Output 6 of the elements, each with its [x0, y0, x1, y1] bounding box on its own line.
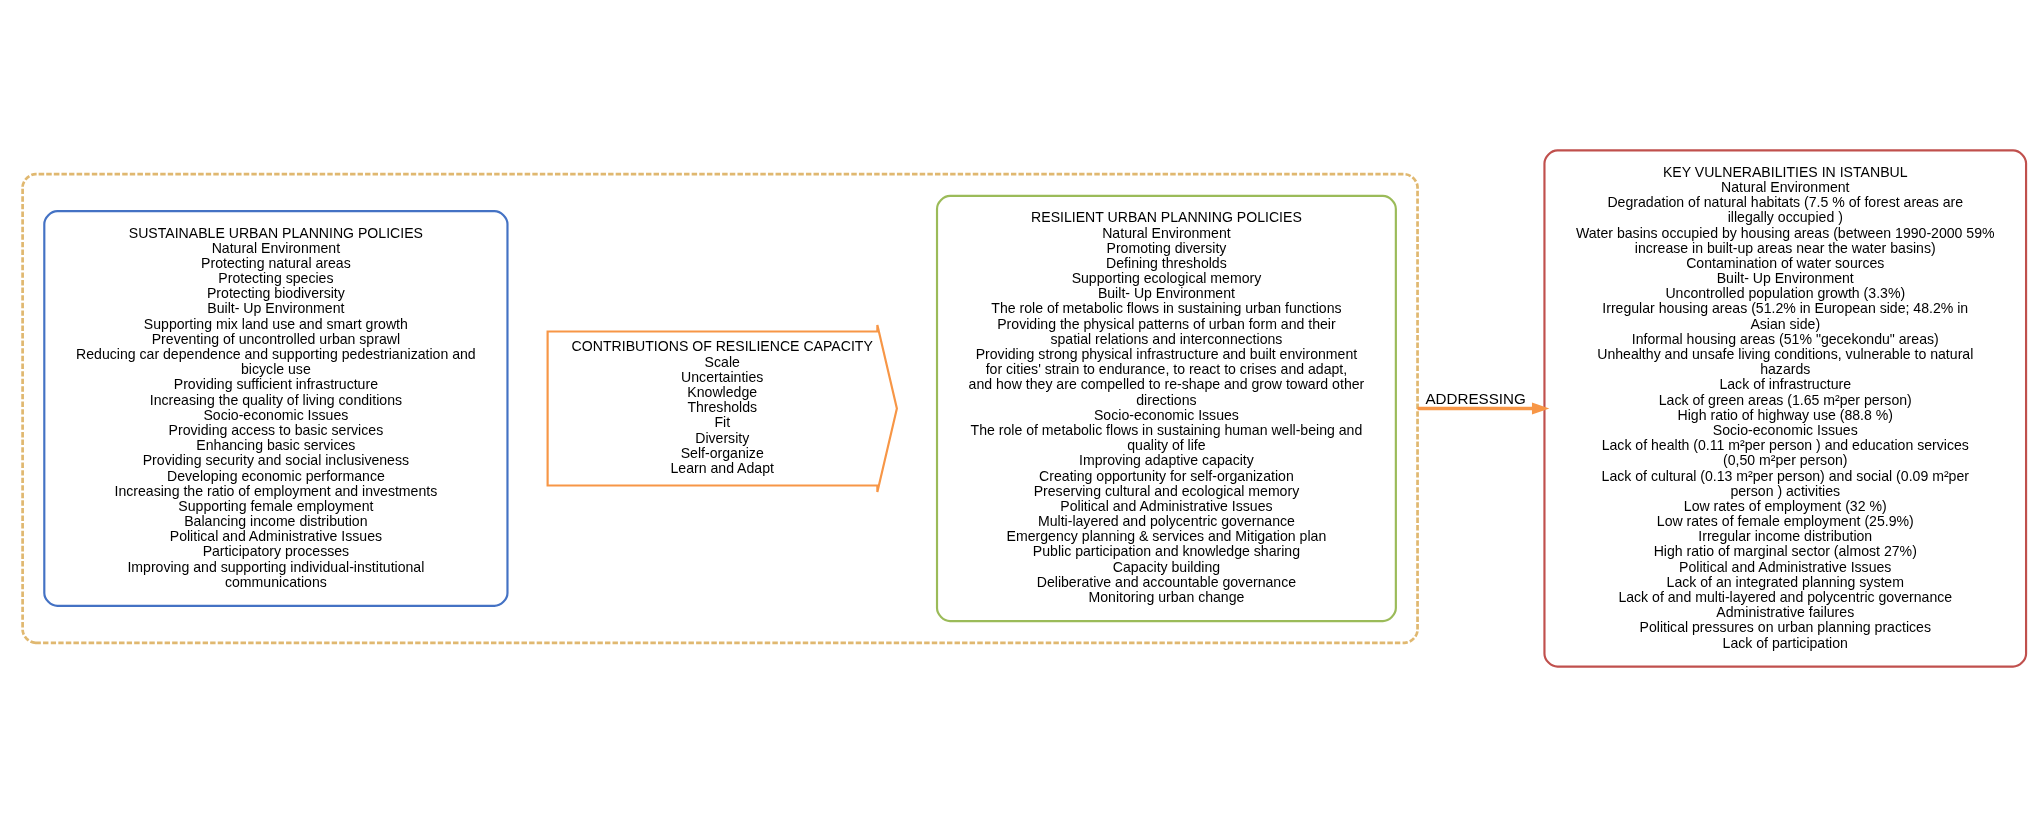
node-box: KEY VULNERABILITIES IN ISTANBUL Natural Environment Degradation of natural habitats (7.5 % of forest areas are illegally occupied ) Water basins occupied by housing areas (between 1990-2000 59% increase in built-up areas near the water basins) Contamination of water sources Built- Up Environment Uncontrolled population growth (3.3%) Irregular housing areas (51.2% in European side; 48.2% in Asian side) Informal housing areas (51% "gecekondu" areas) Unhealthy and unsafe living conditions, vulnerable to natural hazards Lack of infrastructure Lack of green areas (1.65 m²per person) High ratio of highway use (88.8 %) Socio-economic Issues Lack of health (0.11 m²per person ) and education services (0,50 m²per person) Lack of cultural (0.13 m²per person) and social (0.09 m²per person ) activities Low rates of employment (32 %) Low rates of female employment (25.9%) Irregular income distribution High ratio of marginal sector (almost 27%) Political and Administrative Issues Lack of an integrated planning system Lack of and multi-layered and polycentric governance Administrative failures Political pressures on urban planning practices Lack of participation: [1543, 148, 2028, 668]
edge-label: ADDRESSING: [1425, 389, 1526, 407]
cluster: [21, 172, 1419, 644]
node-box: SUSTAINABLE URBAN PLANNING POLICIES Natural Environment Protecting natural areas Protecting species Protecting biodiversity Built- Up Environment Supporting mix land use and smart growth Preventing of uncontrolled urban sprawl Reducing car dependence and supporting pedestrianization and bicycle use Providing sufficient infrastructure Increasing the quality of living conditions Socio-economic Issues Providing access to basic services Enhancing basic services Providing security and social inclusiveness Developing economic performance Increasing the ratio of employment and investments Supporting female employment Balancing income distribution Political and Administrative Issues Participatory processes Improving and supporting individual-institutional communications: [43, 209, 509, 607]
arrow: [1417, 401, 1550, 415]
node-box: RESILIENT URBAN PLANNING POLICIES Natural Environment Promoting diversity Defining thresholds Supporting ecological memory Built- Up Environment The role of metabolic flows in sustaining urban functions Providing the physical patterns of urban form and their spatial relations and interconnections Providing strong physical infrastructure and built environment for cities' strain to endurance, to react to crises and adapt, and how they are compelled to re-shape and grow toward other directions Socio-economic Issues The role of metabolic flows in sustaining human well-being and quality of life Improving adaptive capacity Creating opportunity for self-organization Preserving cultural and ecological memory Political and Administrative Issues Multi-layered and polycentric governance Emergency planning & services and Mitigation plan Public participation and knowledge sharing Capacity building Deliberative and accountable governance Monitoring urban change: [935, 194, 1397, 622]
